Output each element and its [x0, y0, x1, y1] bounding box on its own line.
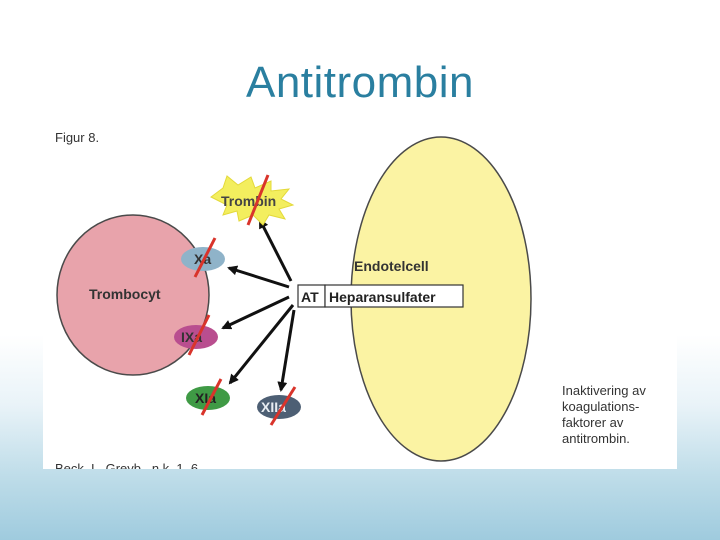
arrow-to-xia	[228, 304, 295, 385]
arrow-to-trombin	[258, 218, 293, 282]
xiia-factor	[257, 395, 301, 419]
ixa-factor	[174, 325, 218, 349]
figure-caption: Inaktivering av koagulations- faktorer a…	[562, 383, 672, 447]
trombin-cross	[246, 174, 270, 226]
arrow-to-xa	[227, 265, 290, 289]
trombocyt-label: Trombocyt	[89, 286, 161, 302]
xiia-cross	[269, 386, 297, 426]
xia-factor	[186, 386, 230, 410]
trombocyt-cell	[56, 214, 210, 376]
at-label: AT	[301, 289, 319, 305]
xia-cross	[200, 378, 223, 416]
xia-label: XIa	[195, 390, 216, 406]
ixa-cross	[187, 314, 211, 356]
xa-cross	[193, 237, 217, 278]
figure-8: Figur 8. Trombocyt Endotelcell AT Hepara…	[43, 125, 677, 469]
diagram-canvas: Trombocyt Endotelcell AT Heparansulfater…	[56, 136, 532, 462]
arrow-to-xiia	[277, 309, 296, 392]
trombin-burst	[210, 175, 295, 226]
caption-line-3: faktorer av	[562, 415, 624, 430]
heparansulfater-box	[324, 284, 464, 308]
arrow-to-ixa	[221, 295, 290, 330]
trombin-label: Trombin	[221, 193, 276, 209]
heparansulfater-label: Heparansulfater	[329, 289, 436, 305]
caption-line-1: Inaktivering av	[562, 383, 646, 398]
slide-title: Antitrombin	[245, 58, 475, 107]
figure-source-text: Beck, L. Greyb...n k. 1. 6	[55, 461, 199, 469]
caption-line-2: koagulations-	[562, 399, 640, 414]
caption-line-4: antitrombin.	[562, 431, 630, 446]
figure-label: Figur 8.	[55, 130, 100, 145]
endotelcell-label: Endotelcell	[354, 258, 429, 274]
